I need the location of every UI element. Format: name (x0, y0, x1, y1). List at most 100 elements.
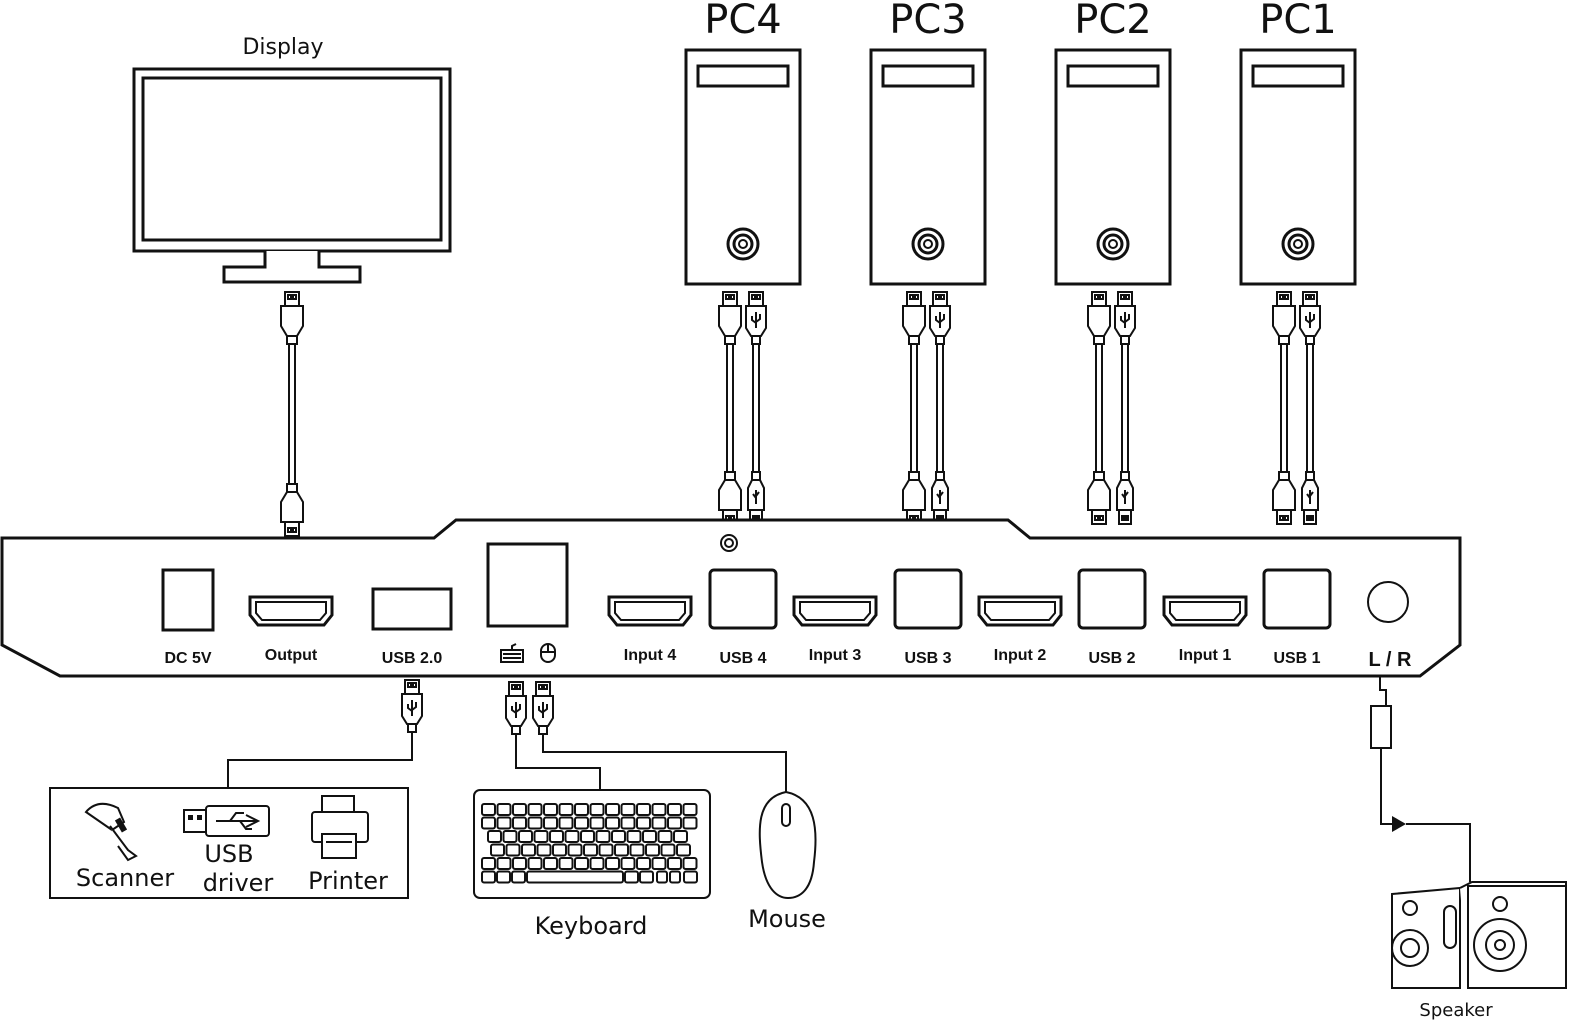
keyboard-key (487, 830, 502, 843)
printer-label: Printer (308, 867, 388, 895)
pc1-cables (1272, 291, 1321, 525)
keyboard-key (543, 816, 558, 830)
input2-hdmi-port (977, 595, 1063, 627)
keyboard-key (667, 803, 682, 816)
usb-drive-icon (183, 805, 270, 837)
keyboard-key (651, 816, 667, 830)
usb20-cable (227, 679, 423, 788)
pc2-cables (1087, 291, 1136, 525)
keyboard-key (583, 843, 598, 857)
keyboard-key (589, 803, 605, 816)
keyboard-key (496, 857, 512, 870)
keyboard-label: Keyboard (535, 912, 648, 940)
keyboard-key (636, 803, 651, 816)
usb2-port (1077, 568, 1147, 630)
output-hdmi-port (248, 595, 334, 627)
keyboard-key (512, 803, 527, 816)
usb1-port (1262, 568, 1332, 630)
keyboard-key (624, 870, 639, 884)
keyboard-key (669, 870, 681, 884)
keyboard-key (589, 857, 605, 870)
keyboard-key (527, 857, 543, 870)
keyboard-key (505, 843, 521, 857)
keyboard-key (574, 803, 589, 816)
usb4-port (708, 568, 778, 630)
keyboard-key (481, 870, 496, 884)
keyboard-key (552, 843, 567, 857)
keyboard-icon (500, 643, 524, 663)
keyboard-key (636, 857, 651, 870)
keyboard-key (676, 843, 691, 857)
keyboard-key (651, 857, 667, 870)
keyboard-key (543, 857, 558, 870)
usb3-port (893, 568, 963, 630)
usb3-label: USB 3 (904, 650, 951, 667)
keyboard-key (620, 857, 636, 870)
kb-mouse-port (486, 542, 569, 628)
usb20-port (371, 587, 453, 631)
keyboard-key (533, 830, 549, 843)
keyboard-key (605, 816, 620, 830)
keyboard-key (512, 857, 527, 870)
keyboard-key (574, 857, 589, 870)
pc-tower-2: PC2 (1054, 0, 1172, 286)
input3-label: Input 3 (809, 647, 862, 664)
pc3-cables (902, 291, 951, 525)
keyboard-key (667, 857, 682, 870)
keyboard-key (589, 816, 605, 830)
keyboard-key (660, 843, 676, 857)
usb-driver-label-1: USB (204, 840, 253, 868)
keyboard-key (481, 857, 496, 870)
keyboard-key (645, 843, 660, 857)
pc4-label: PC4 (704, 0, 782, 43)
keyboard-key (611, 830, 626, 843)
speaker: Speaker (1391, 881, 1567, 1021)
input3-hdmi-port (792, 595, 878, 627)
keyboard-key (527, 803, 543, 816)
pc2-label: PC2 (1074, 0, 1152, 43)
input2-label: Input 2 (994, 647, 1047, 664)
keyboard: Keyboard (473, 789, 711, 940)
keyboard-key (526, 870, 624, 884)
display-label: Display (242, 35, 323, 60)
input4-hdmi-port (607, 595, 693, 627)
keyboard-key (511, 870, 526, 884)
keyboard-key (642, 830, 657, 843)
input1-label: Input 1 (1179, 647, 1232, 664)
scanner-icon (84, 802, 138, 862)
pc-tower-1: PC1 (1239, 0, 1357, 286)
keyboard-key (682, 816, 698, 830)
dc-port-label: DC 5V (164, 650, 211, 667)
keyboard-keys (481, 803, 698, 884)
keyboard-key (651, 803, 667, 816)
display-monitor: Display (132, 35, 452, 284)
keyboard-key (580, 830, 595, 843)
scanner-label: Scanner (76, 864, 174, 892)
keyboard-key (598, 843, 614, 857)
keyboard-key (496, 870, 511, 884)
kb-mouse-cables (505, 681, 787, 792)
usb1-label: USB 1 (1273, 650, 1320, 667)
display-hdmi-cable (280, 291, 304, 537)
kvm-switch-panel: DC 5V Output USB 2.0 Input 4 USB 4 Input… (0, 518, 1462, 678)
audio-cable (1370, 676, 1471, 882)
keyboard-key (595, 830, 611, 843)
keyboard-key (518, 830, 533, 843)
usb2-label: USB 2 (1088, 650, 1135, 667)
keyboard-key (639, 870, 654, 884)
keyboard-key (620, 816, 636, 830)
pc-tower-4: PC4 (684, 0, 802, 286)
keyboard-key (536, 843, 552, 857)
pc3-label: PC3 (889, 0, 967, 43)
keyboard-key (636, 816, 651, 830)
keyboard-key (657, 830, 673, 843)
audio-port (1367, 581, 1409, 623)
usb20-port-label: USB 2.0 (382, 650, 443, 667)
mouse: Mouse (748, 790, 826, 933)
keyboard-key (490, 843, 505, 857)
usb-driver-label-2: driver (203, 869, 274, 897)
keyboard-key (682, 857, 698, 870)
keyboard-key (558, 803, 574, 816)
pc-tower-3: PC3 (869, 0, 987, 286)
mouse-label: Mouse (748, 905, 826, 933)
